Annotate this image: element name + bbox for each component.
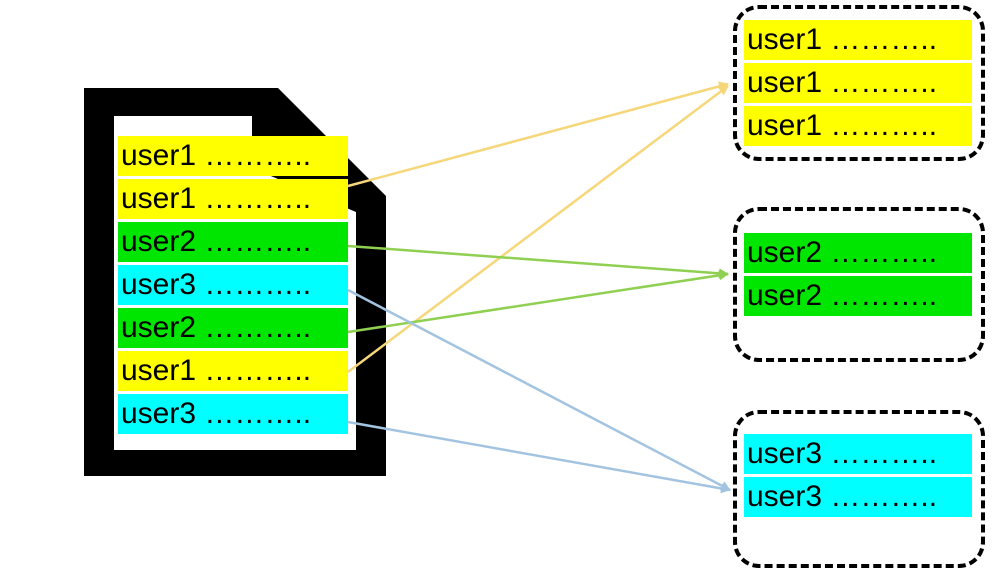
group-user2-row-2: user2 ………..: [744, 276, 972, 316]
group-box-user1: [733, 5, 985, 161]
group-user2-row-1: user2 ………..: [744, 233, 972, 273]
source-row-5: user2 ………..: [118, 308, 348, 348]
source-row-1: user1 ………..: [118, 136, 348, 176]
group-user1-row-3: user1 ………..: [744, 106, 972, 146]
group-user1-row-1: user1 ………..: [744, 20, 972, 60]
group-user1-row-2: user1 ………..: [744, 63, 972, 103]
group-user3-row-2: user3 ………..: [744, 477, 972, 517]
group-box-user2: [733, 207, 985, 362]
source-row-4: user3 ………..: [118, 265, 348, 305]
group-user3-row-1: user3 ………..: [744, 434, 972, 474]
source-row-6: user1 ………..: [118, 351, 348, 391]
source-row-2: user1 ………..: [118, 179, 348, 219]
group-box-user3: [733, 410, 985, 568]
source-row-3: user2 ………..: [118, 222, 348, 262]
source-row-7: user3 ………..: [118, 394, 348, 434]
